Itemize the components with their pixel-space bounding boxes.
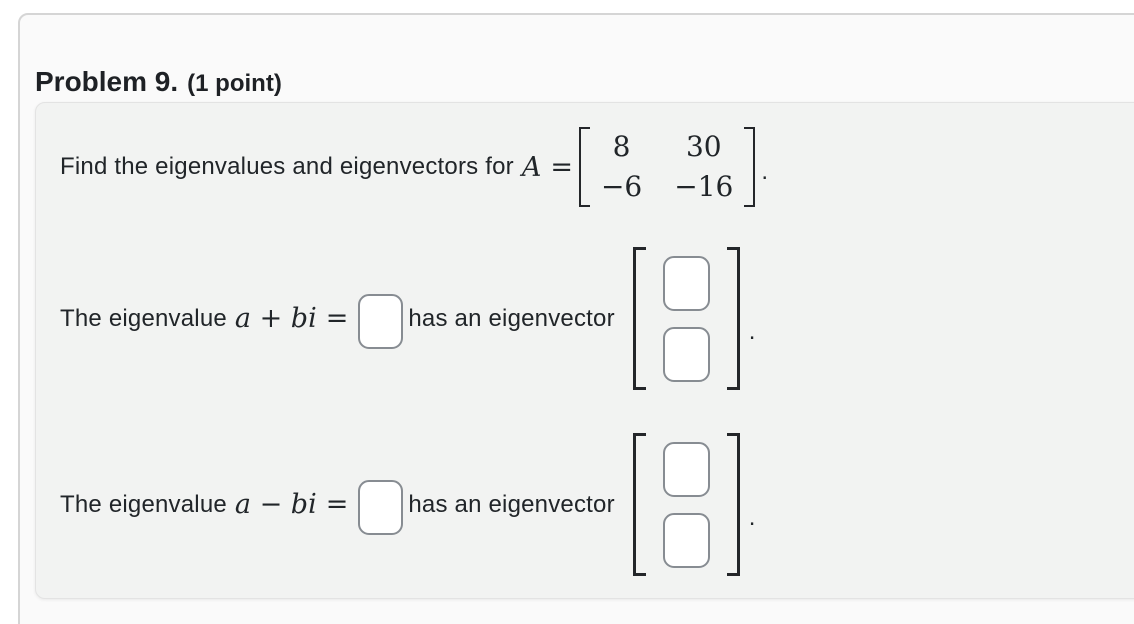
sentence-period: . [748, 317, 756, 345]
sentence-period: . [761, 158, 768, 185]
answer-suffix: has an eigenvector [408, 304, 615, 332]
answer-row-a-minus-bi: The eigenvalue a − bi = has an eigenvect… [60, 433, 755, 576]
eigenvector-entries [646, 433, 727, 576]
right-bracket-icon [744, 127, 756, 207]
answer-suffix: has an eigenvector [408, 490, 615, 518]
eigenvalue-expr: a − bi [234, 489, 317, 520]
matrix-cell-22: −16 [674, 170, 734, 203]
problem-number-label: Problem 9. [35, 66, 179, 98]
matrix-entries: 8 30 −6 −16 [590, 127, 744, 207]
equals-sign: = [325, 489, 349, 520]
right-bracket-icon [726, 247, 740, 390]
right-bracket-icon [726, 433, 740, 576]
eigenvalue-input[interactable] [358, 480, 404, 535]
points-label: (1 point) [187, 70, 282, 98]
eigenvector-answer [632, 247, 740, 390]
eigenvalue-expr: a + bi [234, 303, 317, 334]
eigenvalue-input[interactable] [358, 294, 404, 349]
sentence-period: . [748, 503, 756, 531]
equals-sign: = [325, 303, 349, 334]
answer-prefix: The eigenvalue [60, 304, 227, 332]
eigenvector-input-row2[interactable] [662, 512, 710, 568]
problem-card: Problem 9. (1 point) Find the eigenvalues… [18, 13, 1134, 624]
left-bracket-icon [632, 433, 646, 576]
matrix-a: 8 30 −6 −16 [578, 127, 756, 207]
problem-statement-panel: Find the eigenvalues and eigenvectors fo… [35, 102, 1134, 599]
matrix-cell-12: 30 [685, 130, 722, 163]
eigenvector-input-row1[interactable] [662, 255, 710, 311]
answer-prefix: The eigenvalue [60, 490, 227, 518]
eigenvector-input-row2[interactable] [662, 326, 710, 382]
matrix-name: A [521, 151, 542, 183]
matrix-cell-21: −6 [600, 170, 643, 203]
statement-text: Find the eigenvalues and eigenvectors fo… [60, 153, 514, 180]
left-bracket-icon [578, 127, 590, 207]
matrix-cell-11: 8 [612, 130, 631, 163]
left-bracket-icon [632, 247, 646, 390]
eigenvector-answer [632, 433, 740, 576]
page-title: Problem 9. (1 point) [35, 62, 282, 99]
eigenvector-input-row1[interactable] [662, 441, 710, 497]
answer-row-a-plus-bi: The eigenvalue a + bi = has an eigenvect… [60, 247, 755, 390]
eigenvector-entries [646, 247, 727, 390]
statement-row: Find the eigenvalues and eigenvectors fo… [60, 127, 768, 207]
equals-sign: = [550, 151, 573, 183]
